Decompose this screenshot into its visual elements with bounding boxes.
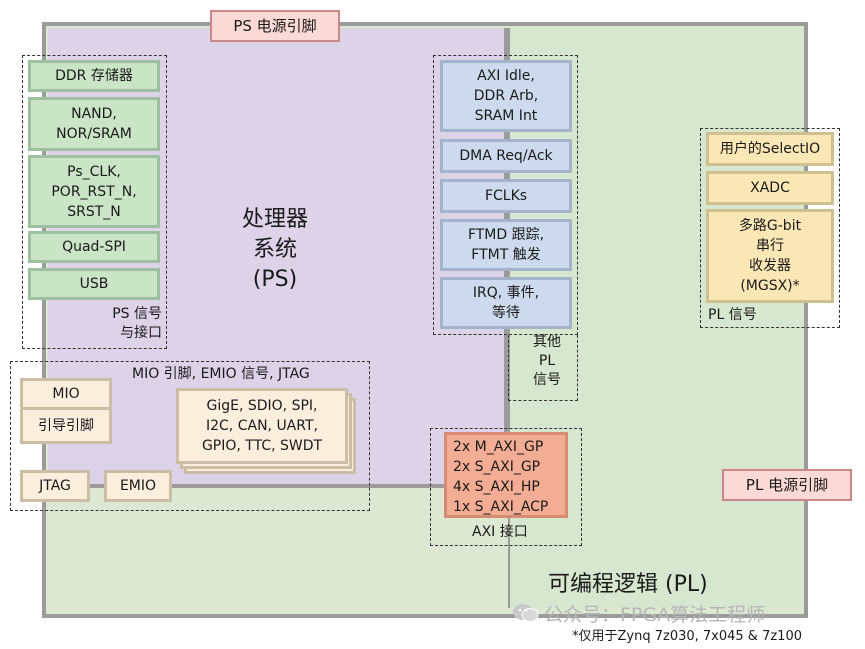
pl-power-pins: PL 电源引脚 — [722, 469, 852, 501]
axi-port-m-gp: 2x M_AXI_GP — [453, 439, 544, 455]
other-pl-signals-group — [508, 335, 578, 401]
peripherals-block: GigE, SDIO, SPI, I2C, CAN, UART, GPIO, T… — [176, 388, 348, 464]
fclks-block: FCLKs — [440, 179, 572, 213]
axi-port-s-acp: 1x S_AXI_ACP — [453, 499, 549, 515]
mio-block: MIO — [20, 378, 112, 410]
dma-req-ack-block: DMA Req/Ack — [440, 139, 572, 173]
usb-block: USB — [28, 268, 160, 300]
axi-interface-group — [430, 428, 582, 546]
ps-signals-group — [22, 55, 167, 349]
ps-title: 处理器 系统 (PS) — [241, 207, 308, 292]
footnote: *仅用于Zynq 7z030, 7x045 & 7z100 — [572, 629, 802, 644]
xadc-block: XADC — [706, 171, 834, 205]
ps-pl-signals-group — [433, 55, 578, 335]
axi-interface-label: AXI 接口 — [472, 524, 528, 540]
jtag-block: JTAG — [20, 470, 90, 502]
pl-title: 可编程逻辑 (PL) — [548, 572, 708, 597]
mgsx-block: 多路G-bit 串行 收发器 (MGSX)* — [706, 209, 834, 303]
ps-signals-label: PS 信号 与接口 — [112, 306, 162, 341]
pl-signals-label: PL 信号 — [708, 307, 757, 323]
wechat-icon — [512, 602, 540, 624]
irq-events-block: IRQ, 事件, 等待 — [440, 277, 572, 329]
axi-port-s-gp: 2x S_AXI_GP — [453, 459, 541, 475]
quad-spi-block: Quad-SPI — [28, 231, 160, 263]
clk-reset-block: Ps_CLK, POR_RST_N, SRST_N — [28, 155, 160, 228]
ddr-memory-block: DDR 存储器 — [28, 60, 160, 92]
pl-signals-group — [700, 128, 840, 328]
emio-block: EMIO — [104, 470, 172, 502]
mio-emio-jtag-header: MIO 引脚, EMIO 信号, JTAG — [132, 366, 310, 382]
boot-pins-block: 引导引脚 — [20, 410, 112, 444]
axi-ports-block: 2x M_AXI_GP 2x S_AXI_GP 4x S_AXI_HP 1x S… — [444, 432, 568, 518]
ftmd-ftmt-block: FTMD 跟踪, FTMT 触发 — [440, 219, 572, 271]
axi-port-s-hp: 4x S_AXI_HP — [453, 479, 540, 495]
other-pl-signals-label: 其他 PL 信号 — [533, 334, 561, 388]
nand-nor-sram-block: NAND, NOR/SRAM — [28, 97, 160, 151]
mio-emio-jtag-group — [10, 361, 370, 511]
selectio-block: 用户的SelectIO — [706, 132, 834, 166]
ps-power-pins: PS 电源引脚 — [210, 10, 340, 42]
watermark-text: 公众号：FPGA算法工程师 — [544, 604, 766, 626]
axi-idle-block: AXI Idle, DDR Arb, SRAM Int — [440, 60, 572, 132]
